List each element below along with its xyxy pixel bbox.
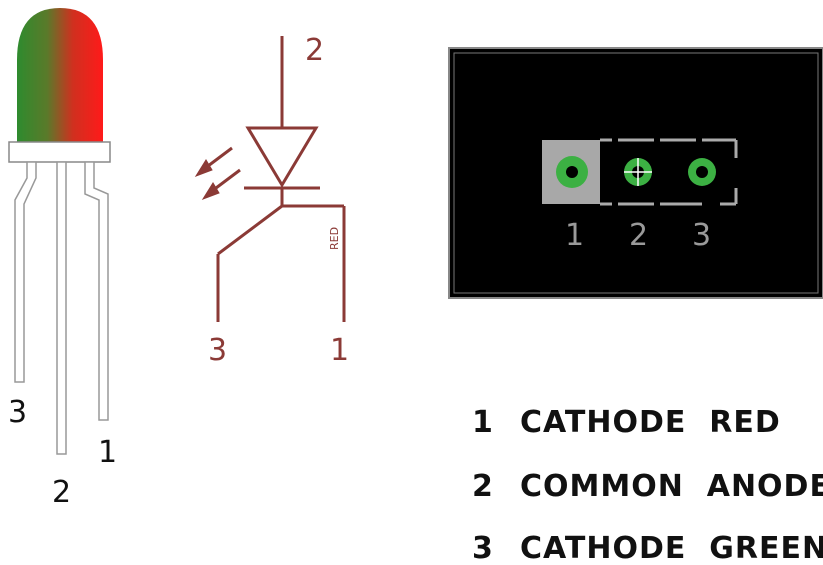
led-leg-2 xyxy=(56,161,67,455)
diode-triangle xyxy=(245,126,319,188)
legend-num-3: 3 xyxy=(472,531,494,565)
pin-legend: 1 CATHODE RED 2 COMMON ANODE 3 CATHODE G… xyxy=(472,405,823,565)
led-pin-label-3: 3 xyxy=(8,395,27,430)
legend-num-2: 2 xyxy=(472,469,494,504)
schematic-pin-label-1: 1 xyxy=(330,333,349,368)
pcb-pad-1-hole xyxy=(566,166,578,178)
pcb-pad-label-3: 3 xyxy=(692,218,711,253)
led-leg-3 xyxy=(14,161,37,383)
pcb-silkscreen xyxy=(600,138,738,206)
schematic-net-label: RED xyxy=(328,227,341,250)
led-dome xyxy=(17,8,103,142)
schematic-pin-label-2: 2 xyxy=(305,33,324,68)
led-leg-1 xyxy=(84,161,109,421)
legend-num-1: 1 xyxy=(472,405,494,440)
pcb-footprint: 1 2 3 xyxy=(448,47,823,299)
pcb-pad-label-2: 2 xyxy=(629,218,648,253)
schematic-symbol xyxy=(194,36,346,322)
pcb-pad-3-hole xyxy=(696,166,708,178)
led-flange xyxy=(8,141,111,163)
legend-text-3: CATHODE GREEN xyxy=(520,531,823,565)
pcb-inner-outline xyxy=(453,52,819,294)
led-pin-label-1: 1 xyxy=(98,435,117,470)
pcb-pad-label-1: 1 xyxy=(565,218,584,253)
legend-text-2: COMMON ANODE xyxy=(520,469,823,504)
emission-arrows-icon xyxy=(194,146,241,200)
schematic-pin-label-3: 3 xyxy=(208,333,227,368)
led-component: 3 2 1 xyxy=(8,8,117,510)
schematic-green-branch xyxy=(217,204,283,256)
led-pin-label-2: 2 xyxy=(52,475,71,510)
legend-text-1: CATHODE RED xyxy=(520,405,781,440)
